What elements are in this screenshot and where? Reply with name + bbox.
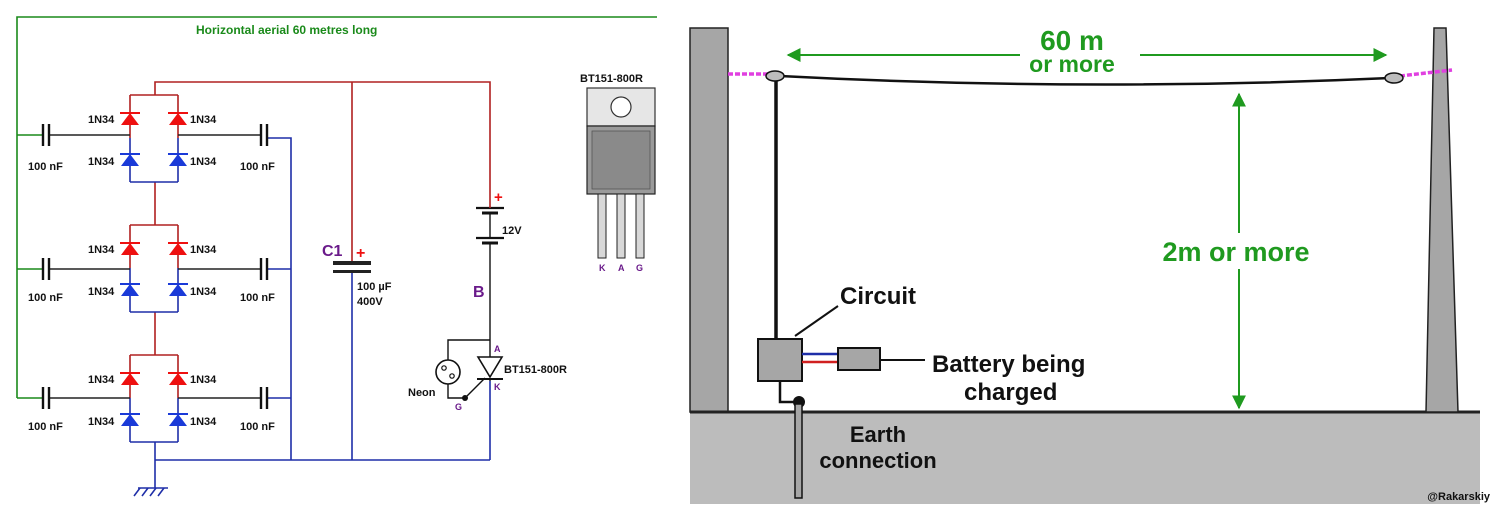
package-pin-k: K [599, 263, 606, 273]
scr-pin-g: G [455, 402, 462, 412]
diode-labels: 1N34 1N34 1N34 1N34 1N34 1N34 1N34 1N34 … [88, 114, 217, 428]
cap-label: 100 nF [28, 292, 63, 304]
battery-voltage: 12V [502, 225, 522, 237]
building-wall [689, 27, 729, 413]
earth-label-sub: connection [819, 448, 936, 473]
package-pin-a: A [618, 263, 625, 273]
diode-label: 1N34 [190, 286, 217, 298]
diode-label: 1N34 [88, 286, 115, 298]
ground-strip [690, 412, 1480, 504]
insulator-right [1384, 72, 1404, 84]
battery-label: Battery being [932, 351, 1085, 378]
installation-drawing: 60 m or more 2m or more Circuit Battery … [689, 25, 1480, 504]
circuit-schematic: Horizontal aerial 60 metres long [16, 16, 657, 497]
neon-label: Neon [408, 387, 436, 399]
circuit-box [757, 338, 803, 382]
capacitor-c1: C1 + 100 µF 400V [322, 243, 392, 308]
earth-label: Earth [850, 422, 906, 447]
to220-package: BT151-800R K A G [580, 73, 656, 273]
earth-rod [794, 403, 803, 499]
battery-box [837, 347, 881, 371]
diode-label: 1N34 [190, 374, 217, 386]
diode-label: 1N34 [88, 114, 115, 126]
diode-label: 1N34 [88, 244, 115, 256]
cap-label: 100 nF [240, 292, 275, 304]
positive-rail [129, 81, 491, 398]
diode-label: 1N34 [88, 416, 115, 428]
watermark-credit: @Rakarskiy [1427, 491, 1490, 503]
capacitor-leads [48, 134, 262, 399]
battery-plus: + [494, 189, 503, 206]
battery-12v: + 12V [476, 189, 522, 245]
diode-label: 1N34 [190, 114, 217, 126]
c1-value: 100 µF [357, 281, 392, 293]
negative-rail [129, 137, 491, 488]
scr-thyristor: BT151-800R A K G [455, 344, 567, 412]
diode-label: 1N34 [190, 156, 217, 168]
pole [1425, 27, 1459, 413]
cap-label: 100 nF [28, 161, 63, 173]
capacitor-labels: 100 nF 100 nF 100 nF 100 nF 100 nF 100 n… [28, 161, 275, 433]
insulator-left [765, 70, 785, 82]
aerial-wire [16, 16, 657, 399]
package-pin-g: G [636, 263, 643, 273]
ground-icon [133, 487, 168, 497]
c1-plus: + [356, 245, 365, 262]
aerial-label: Horizontal aerial 60 metres long [196, 23, 377, 37]
height-label: 2m or more [1162, 237, 1309, 267]
scr-label: BT151-800R [504, 364, 567, 376]
cap-label: 100 nF [240, 161, 275, 173]
package-label: BT151-800R [580, 73, 643, 85]
scr-pin-k: K [494, 382, 501, 392]
neon-lamp: Neon [408, 339, 490, 399]
cap-label: 100 nF [28, 421, 63, 433]
diode-label: 1N34 [190, 244, 217, 256]
node-b-label: B [473, 284, 485, 301]
battery-label-sub: charged [964, 379, 1057, 406]
scr-pin-a: A [494, 344, 501, 354]
diode-label: 1N34 [190, 416, 217, 428]
diode-label: 1N34 [88, 374, 115, 386]
length-label-sub: or more [1029, 51, 1115, 77]
length-label: 60 m [1040, 25, 1104, 56]
c1-voltage: 400V [357, 296, 383, 308]
circuit-label: Circuit [840, 283, 916, 310]
capacitor-100nf [41, 124, 269, 409]
aerial-span [779, 74, 1391, 86]
diode-label: 1N34 [88, 156, 115, 168]
cap-label: 100 nF [240, 421, 275, 433]
c1-name: C1 [322, 243, 343, 260]
